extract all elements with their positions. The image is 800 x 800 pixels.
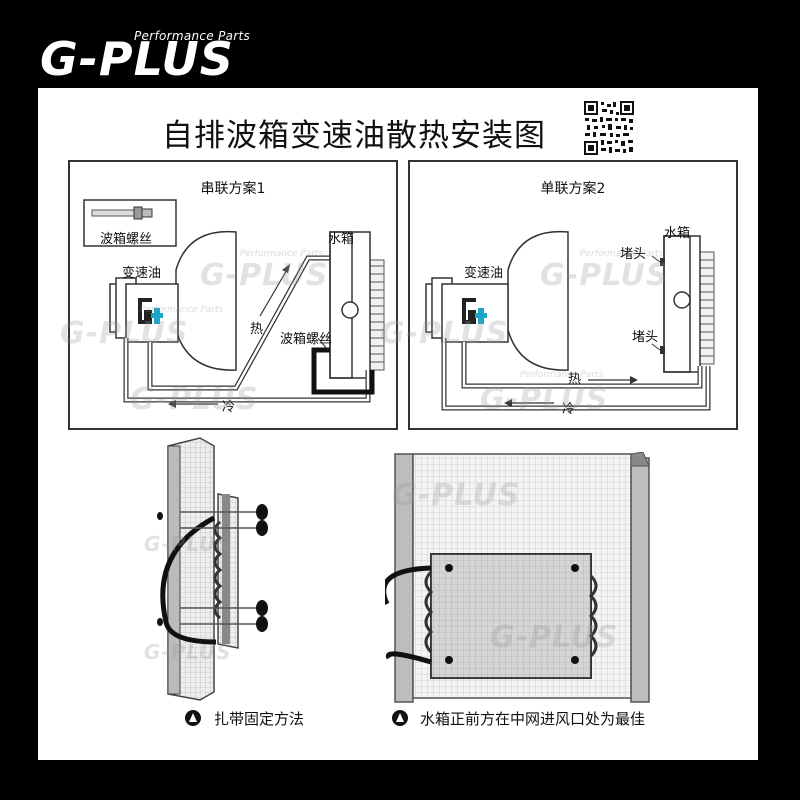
caption-placement: 水箱正前方在中网进风口处为最佳 xyxy=(420,710,646,728)
panel1-screw-label: 波箱螺丝 xyxy=(280,332,333,347)
radiator-cap-2 xyxy=(673,291,691,309)
watermark: G-PLUS xyxy=(130,382,259,417)
watermark-tagline: Performance Parts xyxy=(520,370,604,380)
series-plan-diagram xyxy=(83,199,385,408)
watermark: G-PLUS xyxy=(200,258,329,293)
cooler-front-tubes xyxy=(424,570,598,658)
watermark-tagline: Performance Parts xyxy=(580,249,664,259)
watermark: G-PLUS xyxy=(380,316,509,351)
gplus-badge-icon-2 xyxy=(462,298,487,324)
caption-marker-icon xyxy=(185,710,201,726)
cooler-mount-holes xyxy=(445,564,579,664)
panel1-tank-label: 水箱 xyxy=(328,232,355,247)
watermark: G-PLUS xyxy=(480,382,609,417)
panel2-hot-label: 热 xyxy=(568,372,582,387)
brand-logo: Performance Parts G-PLUS xyxy=(40,28,290,88)
radiator-front-illustration xyxy=(385,452,650,703)
panel2-cold-label: 冷 xyxy=(562,402,576,417)
caption-marker-icon xyxy=(392,710,408,726)
watermark: G-PLUS xyxy=(144,640,232,664)
watermark-tagline: Performance Parts xyxy=(240,249,324,259)
oil-cooler-front xyxy=(430,553,592,679)
cooler-tubes xyxy=(213,520,223,620)
brand-tagline: Performance Parts xyxy=(134,29,251,43)
watermark: G-PLUS xyxy=(490,620,619,655)
panel2-plug-bottom-label: 堵头 xyxy=(632,330,659,345)
transmission-screw-icon xyxy=(91,206,153,220)
zip-tie-pins xyxy=(157,504,268,632)
panel2-trans-label: 变速油 xyxy=(464,266,504,281)
panel2-plug-top-label: 堵头 xyxy=(620,247,647,262)
panel-series-title: 串联方案1 xyxy=(200,181,266,197)
panel1-inset-label: 波箱螺丝 xyxy=(100,232,153,247)
radiator-hose xyxy=(311,347,375,395)
single-plan-diagram xyxy=(425,230,715,411)
radiator-cap xyxy=(341,301,359,319)
panel2-tank-label: 水箱 xyxy=(664,226,691,241)
front-hose-lower xyxy=(385,651,432,665)
zip-tie-mount-illustration xyxy=(157,437,268,701)
watermark: G-PLUS xyxy=(144,532,232,556)
qr-code-icon xyxy=(583,100,635,156)
panel-single-title: 单联方案2 xyxy=(540,181,606,197)
watermark: G-PLUS xyxy=(60,316,189,351)
screw-inset-frame xyxy=(83,199,177,247)
plug-top xyxy=(660,258,665,266)
radiator-fins-2 xyxy=(699,251,715,365)
gplus-badge-icon xyxy=(138,298,163,324)
page-title: 自排波箱变速油散热安装图 xyxy=(162,118,546,154)
panel1-trans-label: 变速油 xyxy=(122,266,162,281)
front-hose-upper xyxy=(385,565,432,605)
watermark: G-PLUS xyxy=(540,258,669,293)
radiator-fins xyxy=(369,259,385,371)
caption-zip-tie: 扎带固定方法 xyxy=(214,710,305,728)
panel1-cold-label: 冷 xyxy=(222,400,236,415)
panel1-hot-label: 热 xyxy=(250,322,264,337)
watermark-tagline: Performance Parts xyxy=(140,305,224,315)
oil-hose xyxy=(160,515,217,645)
radiator-right-tank xyxy=(630,457,650,703)
watermark: G-PLUS xyxy=(392,478,521,513)
brand-logo-text: G-PLUS xyxy=(40,32,234,86)
hot-flow-arrow xyxy=(259,267,289,317)
plug-bottom xyxy=(660,346,665,354)
